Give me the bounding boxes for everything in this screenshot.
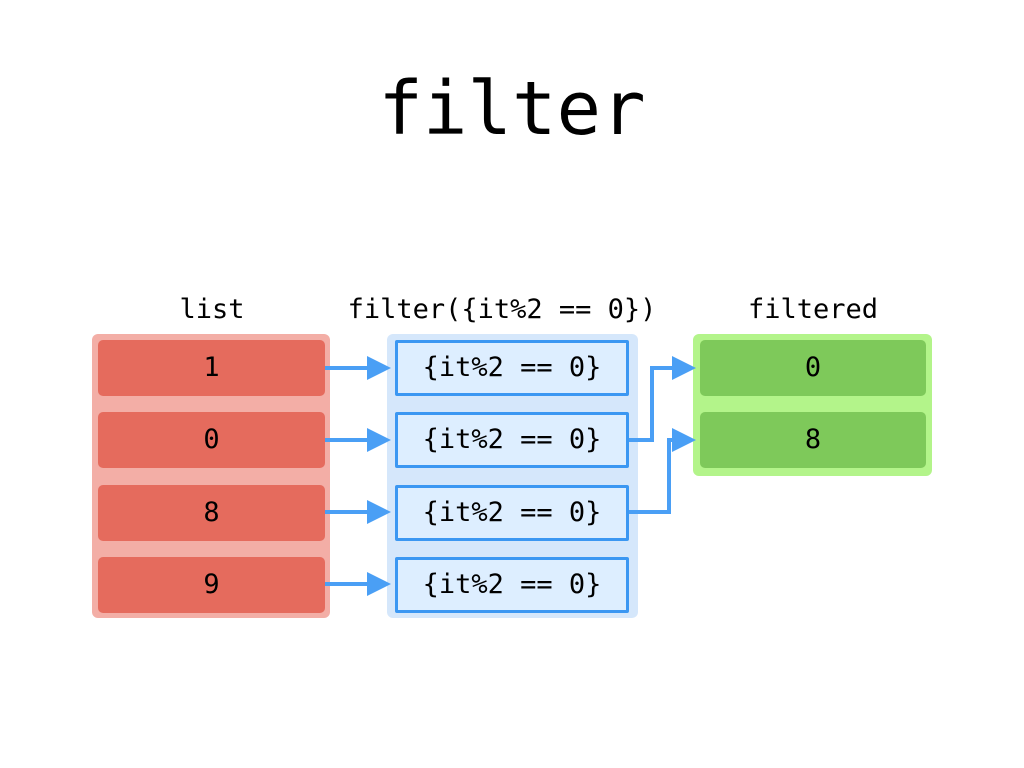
list-column-label: list (179, 294, 245, 325)
page-title: filter (378, 66, 646, 152)
arrow-predicate-to-filtered-1 (629, 356, 696, 442)
predicate-box: {it%2 == 0} (395, 340, 629, 396)
predicate-box: {it%2 == 0} (395, 412, 629, 468)
list-item: 1 (98, 340, 325, 396)
list-item: 8 (98, 485, 325, 541)
filtered-item: 8 (700, 412, 926, 468)
filtered-item: 0 (700, 340, 926, 396)
filtered-column-label: filtered (747, 294, 879, 325)
arrow-predicate-to-filtered-2 (629, 428, 696, 514)
predicate-box: {it%2 == 0} (395, 557, 629, 613)
list-item: 0 (98, 412, 325, 468)
predicate-box: {it%2 == 0} (395, 485, 629, 541)
filter-function-label: filter({it%2 == 0}) (347, 294, 657, 325)
list-item: 9 (98, 557, 325, 613)
